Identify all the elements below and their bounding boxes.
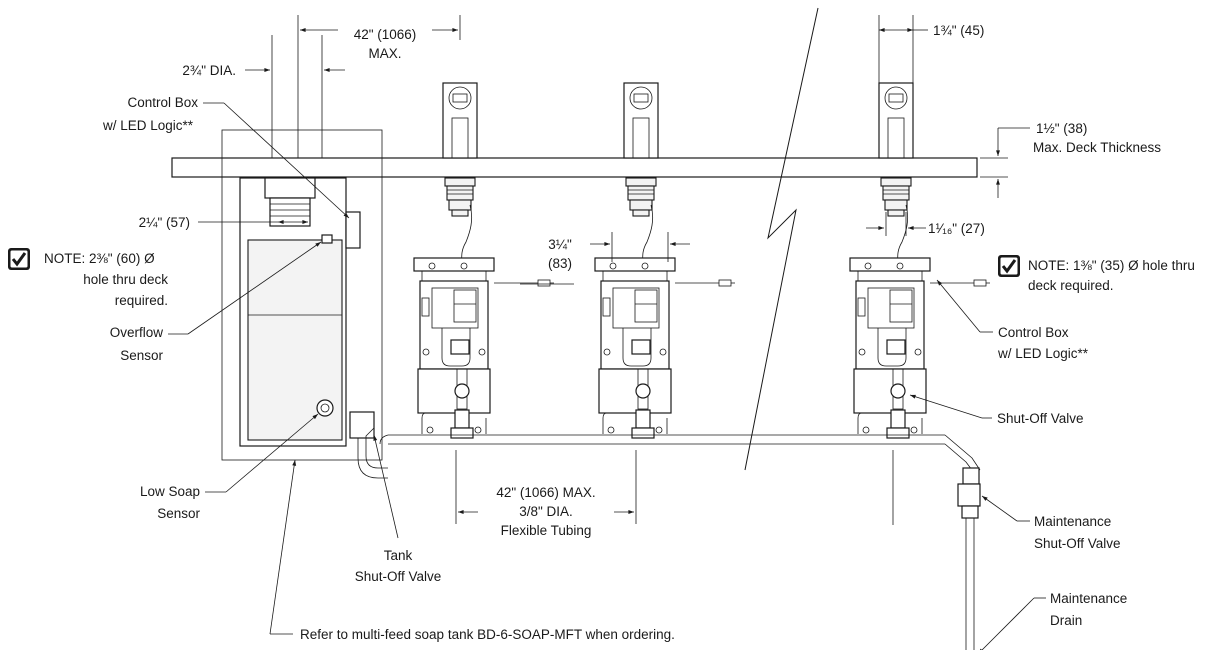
svg-text:Shut-Off Valve: Shut-Off Valve: [355, 569, 442, 584]
svg-text:Maintenance: Maintenance: [1050, 591, 1127, 606]
dim-42-max: MAX.: [368, 46, 401, 61]
dim-deck-note: Max. Deck Thickness: [1033, 140, 1161, 155]
note-left: NOTE: 2⅜" (60) Ø hole thru deck required…: [6, 246, 168, 308]
sink-deck: [171, 157, 978, 178]
dim-42-top: 42" (1066) MAX.: [297, 15, 461, 158]
dim-valve-offset: 3¼" (83): [520, 232, 690, 285]
callout-maint-drain: Maintenance Drain: [977, 591, 1127, 655]
control-box-left: [345, 211, 361, 249]
svg-text:required.: required.: [115, 293, 168, 308]
faucet-1: [442, 82, 478, 159]
callout-maint-valve: Maintenance Shut-Off Valve: [981, 495, 1121, 551]
svg-text:hole thru deck: hole thru deck: [83, 272, 168, 287]
svg-text:w/ LED Logic**: w/ LED Logic**: [997, 346, 1089, 361]
svg-text:Control Box: Control Box: [998, 325, 1069, 340]
svg-text:Control Box: Control Box: [127, 95, 198, 110]
dim-shank-right: 1¹⁄₁₆" (27): [866, 212, 985, 236]
svg-text:Low Soap: Low Soap: [140, 484, 200, 499]
break-line: [744, 7, 819, 471]
svg-text:Shut-Off Valve: Shut-Off Valve: [1034, 536, 1121, 551]
svg-text:Refer to multi-feed soap tank: Refer to multi-feed soap tank BD-6-SOAP-…: [300, 627, 675, 642]
callout-low-soap-sensor: Low Soap Sensor: [140, 413, 319, 521]
dim-spout-width-label: 1¾" (45): [933, 23, 984, 38]
checkmark-note-icon: [996, 253, 1022, 279]
dim-shank-right-label: 1¹⁄₁₆" (27): [928, 221, 985, 236]
svg-text:Tank: Tank: [384, 548, 413, 563]
callout-tank-valve: Tank Shut-Off Valve: [355, 434, 442, 584]
dim-shank-left: 2¼" (57): [139, 215, 309, 230]
dim-spout-width: 1¾" (45): [878, 15, 984, 84]
dim-spout-dia: 2¾" DIA.: [182, 35, 345, 158]
callout-shutoff-valve: Shut-Off Valve: [909, 394, 1084, 426]
svg-text:Overflow: Overflow: [110, 325, 164, 340]
shank-1: [444, 177, 476, 217]
note-right: NOTE: 1⅜" (35) Ø hole thru deck required…: [996, 253, 1195, 293]
faucet-2: [623, 82, 659, 159]
dim-deck-thickness: 1½" (38) Max. Deck Thickness: [980, 121, 1161, 198]
dim-spout-dia-label: 2¾" DIA.: [182, 63, 236, 78]
dim-tubing-b: 3/8" DIA.: [519, 504, 573, 519]
valve-assembly-3: [849, 257, 991, 439]
svg-text:NOTE: 2⅜" (60) Ø: NOTE: 2⅜" (60) Ø: [44, 251, 155, 266]
shank-2: [625, 177, 657, 217]
dim-42-label: 42" (1066): [354, 27, 417, 42]
svg-text:Sensor: Sensor: [157, 506, 200, 521]
valve-assembly-1: [413, 257, 555, 439]
svg-text:Drain: Drain: [1050, 613, 1082, 628]
dim-valve-offset-b: (83): [548, 256, 572, 271]
supply-tubing: [357, 427, 981, 479]
dim-shank-left-label: 2¼" (57): [139, 215, 190, 230]
svg-text:NOTE: 1⅜" (35) Ø hole thru: NOTE: 1⅜" (35) Ø hole thru: [1028, 258, 1195, 273]
valve-assembly-2: [594, 257, 736, 439]
checkmark-note-icon: [6, 246, 32, 272]
callout-control-box-left: Control Box w/ LED Logic**: [102, 95, 350, 219]
dim-tubing: 42" (1066) MAX. 3/8" DIA. Flexible Tubin…: [455, 450, 894, 538]
tank-valve-body: [349, 411, 375, 439]
svg-text:deck required.: deck required.: [1028, 278, 1114, 293]
cabinet-outline: [221, 129, 383, 461]
svg-text:Sensor: Sensor: [120, 348, 163, 363]
dim-deck-label: 1½" (38): [1036, 121, 1087, 136]
dim-valve-offset-a: 3¼": [548, 237, 572, 252]
callout-control-box-right: Control Box w/ LED Logic**: [936, 279, 1089, 361]
maintenance-drain-pipe: [957, 467, 981, 650]
shank-3: [880, 177, 912, 217]
callout-overflow-sensor: Overflow Sensor: [110, 241, 322, 363]
soap-tank: [239, 177, 347, 447]
reference-note: Refer to multi-feed soap tank BD-6-SOAP-…: [269, 459, 675, 642]
faucet-3: [878, 82, 914, 159]
dim-tubing-a: 42" (1066) MAX.: [496, 485, 595, 500]
dim-tubing-c: Flexible Tubing: [501, 523, 592, 538]
svg-text:Maintenance: Maintenance: [1034, 514, 1111, 529]
svg-text:Shut-Off Valve: Shut-Off Valve: [997, 411, 1084, 426]
svg-text:w/ LED Logic**: w/ LED Logic**: [102, 118, 194, 133]
